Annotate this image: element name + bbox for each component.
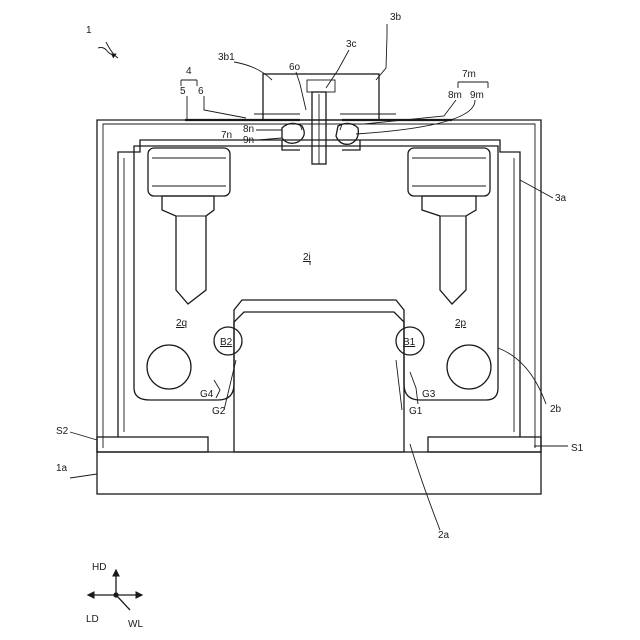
label-ref-8m: 8m: [448, 90, 462, 101]
label-ref-5: 5: [180, 86, 186, 97]
label-ref-2b: 2b: [550, 404, 562, 415]
housing-2b: [118, 140, 520, 437]
label-ref-1a: 1a: [56, 463, 68, 474]
label-ref-g3: G3: [422, 389, 436, 400]
carriage-2i: [134, 146, 498, 400]
label-ref-s2: S2: [56, 426, 69, 437]
label-ref-6: 6: [198, 86, 204, 97]
label-ref-7n: 7n: [221, 130, 232, 141]
label-ref-2q: 2q: [176, 318, 187, 329]
label-ref-3b1: 3b1: [218, 52, 235, 63]
label-ref-1: 1: [86, 25, 92, 36]
label-ref-3b: 3b: [390, 12, 402, 23]
spacer-s1: [428, 437, 541, 452]
bolt-head-left: [148, 148, 230, 196]
return-ball-left: [147, 345, 191, 389]
rail-2a: [234, 312, 404, 452]
cover-5: [97, 120, 541, 452]
axis-indicator: [88, 570, 142, 610]
label-ref-b1: B1: [403, 337, 416, 348]
axis-label-hd: HD: [92, 562, 106, 573]
bolt-head-right: [408, 148, 490, 196]
label-ref-9m: 9m: [470, 90, 484, 101]
label-ref-2i: 2i: [303, 252, 311, 263]
label-ref-g1: G1: [409, 406, 423, 417]
label-ref-8n: 8n: [243, 124, 254, 135]
base-1a: [97, 452, 541, 494]
label-ref-2a: 2a: [438, 530, 450, 541]
label-ref-b2: B2: [220, 337, 233, 348]
label-ref-3c: 3c: [346, 39, 357, 50]
label-ref-s1: S1: [571, 443, 584, 454]
label-ref-2p: 2p: [455, 318, 467, 329]
label-ref-6o: 6o: [289, 62, 301, 73]
label-ref-g4: G4: [200, 389, 214, 400]
axis-label-wl: WL: [128, 619, 143, 630]
label-ref-9n: 9n: [243, 135, 254, 146]
label-ref-3a: 3a: [555, 193, 567, 204]
label-ref-7m: 7m: [462, 69, 476, 80]
bolt-left: [162, 196, 214, 304]
return-ball-right: [447, 345, 491, 389]
label-ref-4: 4: [186, 66, 192, 77]
bolt-right: [422, 196, 476, 304]
label-ref-g2: G2: [212, 406, 226, 417]
seal-8m: [336, 123, 358, 144]
axis-label-ld: LD: [86, 614, 99, 625]
spacer-s2: [97, 437, 208, 452]
top-block-3b: [263, 74, 379, 120]
